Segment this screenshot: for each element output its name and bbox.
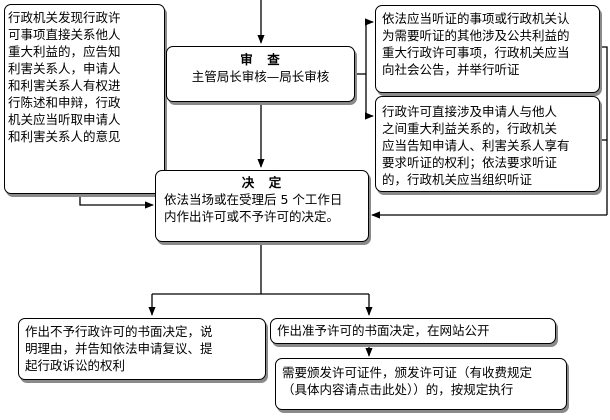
left-box-line: 和利害关系人的意见	[8, 129, 121, 144]
hearing-2-line: 应当告知申请人、利害关系人享有	[382, 138, 570, 153]
notice-interested-parties-box: 行政机关发现行政许 可事项直接关系他人 重大利益的，应告知 利害关系人，申请人 …	[4, 4, 165, 194]
left-box-line: 可事项直接关系他人	[8, 27, 121, 42]
grant-decision-box: 作出准予许可的书面决定，在网站公开	[270, 318, 556, 344]
review-subtitle: 主管局长审核—局长审核	[191, 69, 330, 84]
hearing-1-line: 重大行政许可事项，行政机关应当	[382, 45, 570, 60]
left-box-line: 利害关系人，申请人	[8, 61, 121, 76]
review-title: 审 查	[240, 52, 281, 67]
decision-title: 决 定	[241, 175, 283, 190]
hearing-2-line: 之间重大利益关系的，行政机关	[382, 121, 558, 136]
hearing-2-line: 要求听证的权利；依法要求听证	[382, 155, 558, 170]
issue-line: 需要颁发许可证件，颁发许可证（有收费规定	[282, 365, 533, 380]
deny-line: 明理由，并告知依法申请复议、提	[25, 341, 213, 356]
decision-line: 依法当场或在受理后 5 个工作日	[164, 192, 343, 207]
left-box-line: 行陈述和申辩，行政	[8, 95, 121, 110]
decision-line: 内作出许可或不予许可的决定。	[164, 209, 340, 224]
grant-text: 作出准予许可的书面决定，在网站公开	[277, 323, 490, 338]
connector-hearing-return	[601, 46, 608, 215]
hearing-2-line: 行政许可直接涉及申请人与他人	[382, 104, 558, 119]
left-box-line: 行政机关发现行政许	[8, 10, 121, 25]
deny-decision-box: 作出不予行政许可的书面决定，说 明理由，并告知依法申请复议、提 起行政诉讼的权利	[18, 318, 266, 380]
requested-hearing-box: 行政许可直接涉及申请人与他人 之间重大利益关系的，行政机关 应当告知申请人、利害…	[375, 96, 600, 192]
deny-line: 作出不予行政许可的书面决定，说	[25, 324, 213, 339]
hearing-1-line: 依法应当听证的事项或行政机关认	[382, 11, 570, 26]
issue-line: （具体内容请点击此处））的，按规定执行	[282, 382, 514, 397]
deny-line: 起行政诉讼的权利	[25, 358, 126, 373]
hearing-2-line: 的，行政机关应当组织听证	[382, 172, 533, 187]
left-box-line: 重大利益的，应告知	[8, 44, 121, 59]
hearing-1-line: 向社会公告，并举行听证	[382, 62, 520, 77]
hearing-1-line: 为需要听证的其他涉及公共利益的	[382, 28, 570, 43]
issue-license-box: 需要颁发许可证件，颁发许可证（有收费规定 （具体内容请点击此处））的，按规定执行	[275, 358, 567, 410]
arrow-left-box-to-decision	[79, 194, 154, 209]
left-box-line: 机关应当听取申请人	[8, 112, 121, 127]
review-box: 审 查 主管局长审核—局长审核	[166, 46, 355, 102]
decision-box: 决 定 依法当场或在受理后 5 个工作日 内作出许可或不予许可的决定。	[155, 170, 369, 242]
left-box-line: 和利害关系人有权进	[8, 78, 121, 93]
public-hearing-box: 依法应当听证的事项或行政机关认 为需要听证的其他涉及公共利益的 重大行政许可事项…	[375, 5, 600, 93]
